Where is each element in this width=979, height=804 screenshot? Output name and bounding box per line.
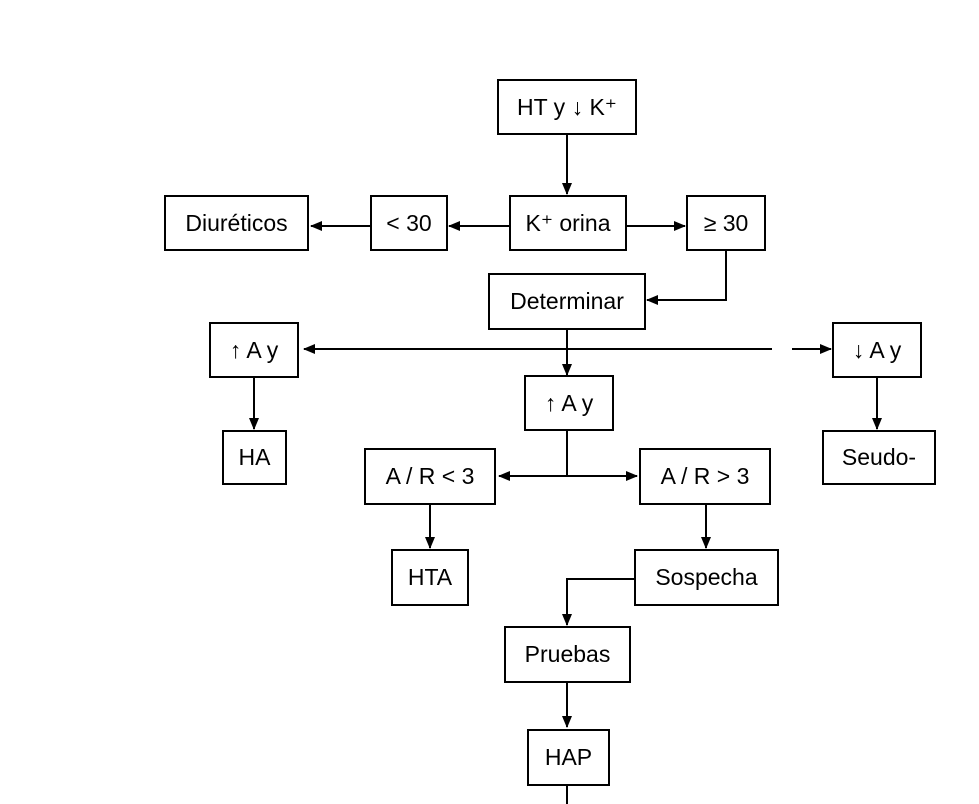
node-pruebas: Pruebas: [504, 626, 631, 683]
node-ar-gt3-label: A / R > 3: [660, 463, 750, 489]
node-hap-label: HAP: [544, 744, 593, 770]
node-sospecha-label: Sospecha: [655, 564, 758, 590]
node-ha-label: HA: [238, 444, 271, 470]
node-lt30-label: < 30: [386, 209, 432, 236]
arrow-ge30-to-determinar: [646, 250, 727, 305]
node-pruebas-label: Pruebas: [524, 641, 611, 667]
node-ge30: ≥ 30: [686, 195, 766, 251]
node-up-a-left: ↑ A y: [209, 322, 299, 378]
arrow-sospecha-to-pruebas: [562, 578, 635, 626]
node-ge30-label: ≥ 30: [703, 209, 749, 236]
node-down-a-label: ↓ A y: [852, 336, 902, 363]
node-sospecha: Sospecha: [634, 549, 779, 606]
node-hta: HTA: [391, 549, 469, 606]
node-hap: HAP: [527, 729, 610, 786]
node-k-orina: K⁺ orina: [509, 195, 627, 251]
node-ar-lt3-label: A / R < 3: [385, 463, 475, 489]
node-diureticos-label: Diuréticos: [185, 209, 288, 236]
node-up-a-center: ↑ A y: [524, 375, 614, 431]
node-ar-gt3: A / R > 3: [639, 448, 771, 505]
node-ha: HA: [222, 430, 287, 485]
node-determinar: Determinar: [488, 273, 646, 330]
node-lt30: < 30: [370, 195, 448, 251]
node-ht-low-k-label: HT y ↓ K⁺: [517, 93, 617, 120]
node-ht-low-k: HT y ↓ K⁺: [497, 79, 637, 135]
node-seudo: Seudo-: [822, 430, 936, 485]
node-up-a-left-label: ↑ A y: [229, 336, 279, 363]
node-up-a-center-label: ↑ A y: [544, 389, 594, 416]
node-diureticos: Diuréticos: [164, 195, 309, 251]
node-determinar-label: Determinar: [510, 288, 624, 314]
node-hta-label: HTA: [407, 564, 453, 590]
node-k-orina-label: K⁺ orina: [525, 209, 611, 236]
node-ar-lt3: A / R < 3: [364, 448, 496, 505]
node-down-a: ↓ A y: [832, 322, 922, 378]
node-seudo-label: Seudo-: [841, 444, 917, 470]
